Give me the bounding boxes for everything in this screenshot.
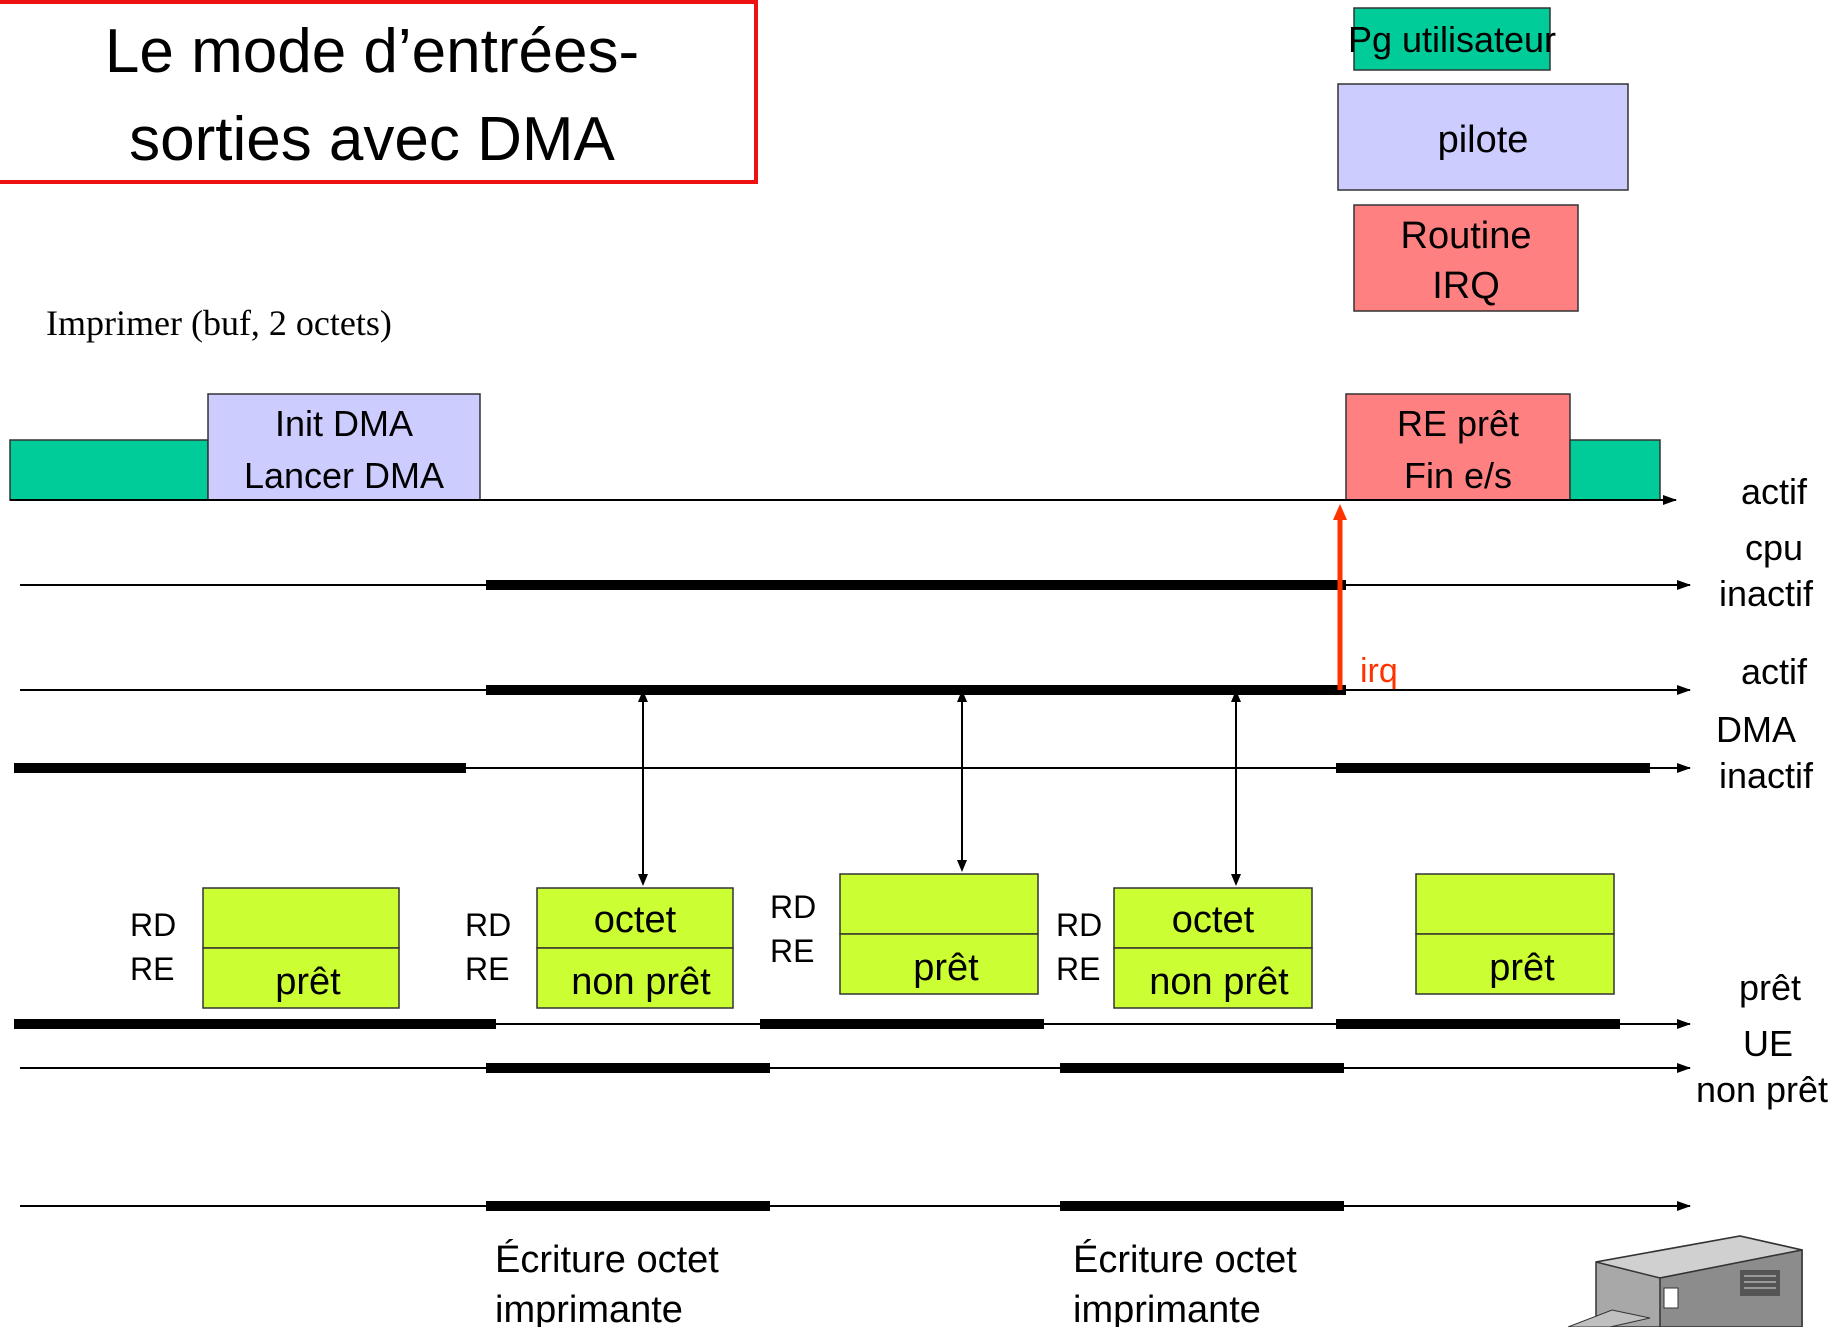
register-re-label: RE (465, 951, 509, 987)
register-rd-label: RD (465, 907, 511, 943)
legend-irq-routine-box (1353, 204, 1579, 312)
register-re-label: RE (1056, 951, 1100, 987)
register-rd-label: RD (770, 889, 816, 925)
register-re-label: RE (770, 933, 814, 969)
register-data-cell (1113, 887, 1313, 949)
register-status-value: non prêt (571, 961, 711, 1003)
register-re-label: RE (130, 951, 174, 987)
driver-init-block (207, 393, 481, 501)
write-label-1-line-2: imprimante (495, 1289, 683, 1327)
write-label-2-line-1: Écriture octet (1073, 1238, 1297, 1281)
user-program-block-2 (1569, 439, 1661, 501)
ue-label: UE (1743, 1023, 1793, 1064)
legend-driver-box (1337, 83, 1629, 191)
legend: Pg utilisateur pilote Routine IRQ (1337, 7, 1629, 312)
register-status-value: prêt (1489, 947, 1555, 989)
register-rd-label: RD (130, 907, 176, 943)
ue-not-ready-label: non prêt (1696, 1069, 1828, 1110)
register-data-cell (202, 887, 400, 949)
legend-irq-routine-line-2: IRQ (1432, 265, 1500, 307)
register-data-cell (536, 887, 734, 949)
register-status-cell (536, 947, 734, 1009)
dma-active-label: actif (1741, 651, 1808, 692)
cpu-active-label: actif (1741, 471, 1808, 512)
register-status-cell (839, 933, 1039, 995)
dma-inactive-label: inactif (1719, 755, 1814, 796)
register-status-value: prêt (275, 961, 341, 1003)
irq-routine-block (1345, 393, 1571, 501)
register-data-value: octet (1172, 899, 1255, 941)
register-group-1: RD RE prêt (130, 887, 400, 1009)
register-group-2: RD RE octet non prêt (465, 887, 734, 1009)
irq-routine-line-1: RE prêt (1397, 403, 1519, 444)
register-status-cell (1113, 947, 1313, 1009)
legend-irq-routine-line-1: Routine (1401, 215, 1532, 257)
register-group-5: prêt (1415, 873, 1615, 995)
dma-label: DMA (1716, 709, 1796, 750)
cpu-inactive-label: inactif (1719, 573, 1814, 614)
register-rd-label: RD (1056, 907, 1102, 943)
ue-ready-label: prêt (1739, 967, 1801, 1008)
register-data-value: octet (594, 899, 677, 941)
register-group-3: RD RE prêt (770, 873, 1039, 995)
call-label: Imprimer (buf, 2 octets) (46, 303, 392, 343)
driver-init-line-1: Init DMA (275, 403, 413, 444)
register-data-cell (839, 873, 1039, 935)
register-group-4: RD RE octet non prêt (1056, 887, 1313, 1009)
irq-label: irq (1360, 652, 1398, 690)
legend-user-program-label: Pg utilisateur (1348, 19, 1556, 60)
register-status-cell (202, 947, 400, 1009)
title-line-2: sorties avec DMA (129, 105, 615, 174)
driver-init-line-2: Lancer DMA (244, 455, 444, 496)
register-status-value: prêt (913, 947, 979, 989)
cpu-label: cpu (1745, 527, 1803, 568)
register-status-cell (1415, 933, 1615, 995)
register-status-value: non prêt (1149, 961, 1289, 1003)
legend-driver-label: pilote (1438, 119, 1529, 161)
legend-user-program-swatch (1353, 7, 1551, 71)
title-line-1: Le mode d’entrées- (105, 17, 639, 86)
printer-icon (1567, 1235, 1803, 1327)
irq-routine-line-2: Fin e/s (1404, 455, 1512, 496)
cpu-active-track: Init DMA Lancer DMA RE prêt Fin e/s (9, 393, 1677, 505)
title-box: Le mode d’entrées- sorties avec DMA (0, 0, 758, 184)
write-label-1-line-1: Écriture octet (495, 1238, 719, 1281)
write-label-2-line-2: imprimante (1073, 1289, 1261, 1327)
user-program-block-1 (9, 439, 209, 501)
register-data-cell (1415, 873, 1615, 935)
